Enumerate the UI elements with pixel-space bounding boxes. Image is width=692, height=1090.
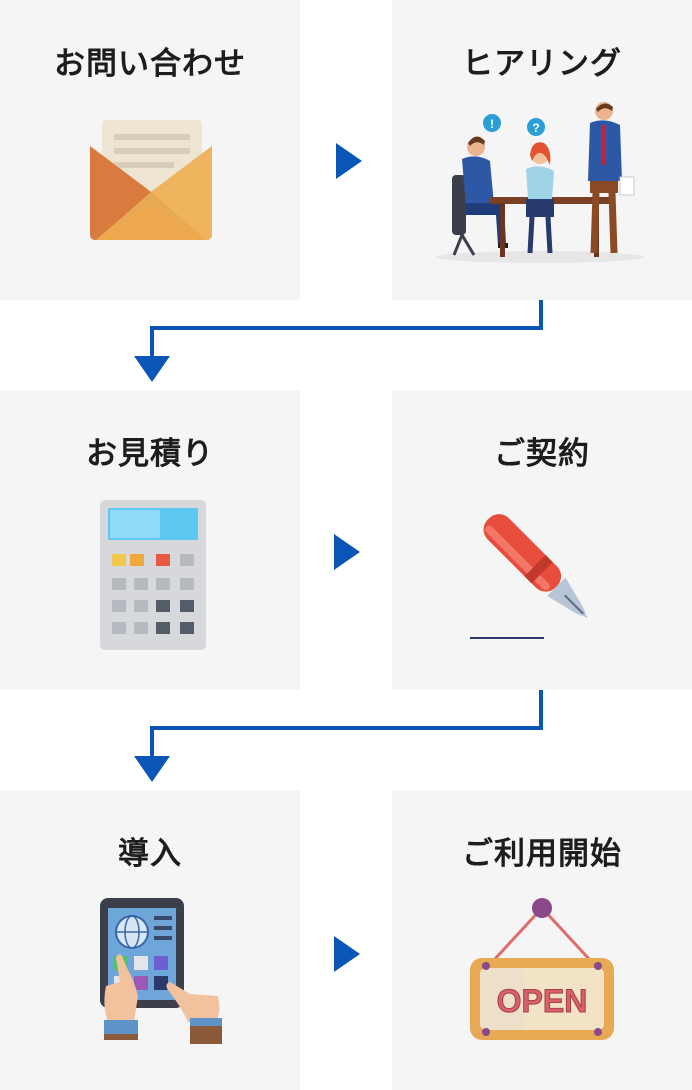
svg-text:!: !	[490, 117, 494, 131]
calculator-icon	[100, 500, 206, 650]
step-card-hearing: ヒアリング ! ?	[392, 0, 692, 300]
step-card-estimate: お見積り	[0, 390, 300, 690]
step-title: お問い合わせ	[54, 46, 246, 82]
meeting-people-icon: ! ?	[436, 102, 644, 263]
next-arrow-icon	[336, 143, 362, 179]
row-connector-arrow	[134, 300, 543, 382]
step-card-contract: ご契約	[392, 390, 692, 690]
step-title: ご契約	[494, 436, 590, 472]
open-sign-text: OPEN	[497, 983, 588, 1019]
fountain-pen-icon	[470, 514, 588, 639]
next-arrow-icon	[334, 534, 360, 570]
step-title: お見積り	[86, 436, 214, 472]
step-title: ヒアリング	[462, 46, 622, 82]
step-card-introduction: 導入	[0, 790, 300, 1090]
open-sign-icon: OPEN	[470, 898, 614, 1040]
step-card-start: ご利用開始 OPEN	[392, 790, 692, 1090]
row-connector-arrow	[134, 690, 543, 782]
svg-text:?: ?	[532, 121, 539, 135]
mail-envelope-icon	[90, 120, 212, 240]
step-title: ご利用開始	[462, 836, 622, 872]
step-title: 導入	[118, 836, 182, 872]
step-card-inquiry: お問い合わせ	[0, 0, 300, 300]
next-arrow-icon	[334, 936, 360, 972]
tablet-hands-icon	[100, 898, 222, 1044]
